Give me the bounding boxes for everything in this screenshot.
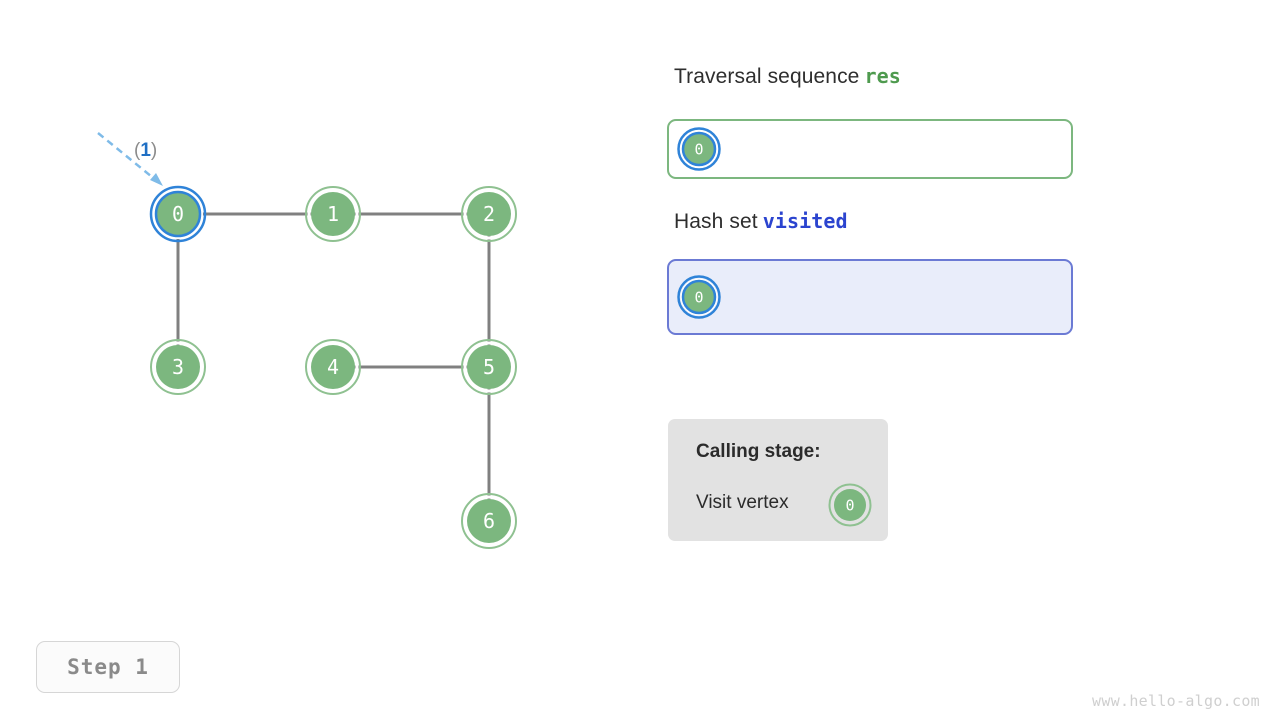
res-array-box: 0 — [667, 119, 1073, 179]
node-layer: 0 1 2 3 4 5 6 — [149, 185, 517, 549]
annotation-arrow-line — [97, 132, 158, 182]
traversal-arrow-annotation: (1) — [97, 132, 163, 186]
res-item-node: 0 — [677, 127, 721, 171]
graph-node-2[interactable]: 2 — [461, 186, 517, 242]
graph-svg: (1) 0 1 2 3 4 5 6 — [97, 132, 517, 549]
annotation-arrow-head-icon — [150, 173, 163, 186]
graph-node-3-outer-ring — [150, 339, 206, 395]
calling-stage-action: Visit vertex — [696, 492, 789, 513]
graph-node-6-outer-ring — [461, 493, 517, 549]
visited-item-svg: 0 — [677, 275, 721, 319]
res-heading-text: Traversal sequence — [674, 65, 860, 88]
visited-item-label: 0 — [694, 289, 703, 307]
graph-node-5-ring-gap — [463, 341, 515, 393]
annotation-order-label: (1) — [134, 140, 157, 161]
calling-stage-vertex-svg: 0 — [828, 483, 872, 527]
graph-node-1[interactable]: 1 — [305, 186, 361, 242]
res-heading-code: res — [864, 64, 901, 88]
graph-node-2-ring-gap — [463, 188, 515, 240]
graph-node-5-outer-ring — [461, 339, 517, 395]
graph-canvas: (1) 0 1 2 3 4 5 6 — [0, 0, 640, 640]
graph-node-6-label: 6 — [483, 509, 495, 533]
graph-node-0-ring-gap — [153, 189, 203, 239]
graph-node-3[interactable]: 3 — [150, 339, 206, 395]
graph-node-4-body — [311, 345, 355, 389]
graph-node-1-ring-gap — [307, 188, 359, 240]
visited-item-node: 0 — [677, 275, 721, 319]
graph-node-6-body — [467, 499, 511, 543]
res-item-svg: 0 — [677, 127, 721, 171]
calling-stage-card: Calling stage: Visit vertex 0 — [668, 419, 888, 541]
graph-node-4[interactable]: 4 — [305, 339, 361, 395]
res-item-label: 0 — [694, 141, 703, 159]
calling-stage-vertex-node: 0 — [828, 483, 872, 527]
step-badge: Step 1 — [36, 641, 180, 693]
graph-node-0[interactable]: 0 — [149, 185, 207, 243]
graph-node-2-outer-ring — [461, 186, 517, 242]
graph-node-3-ring-gap — [152, 341, 204, 393]
graph-node-5-body — [467, 345, 511, 389]
graph-node-2-body — [467, 192, 511, 236]
graph-node-3-body — [156, 345, 200, 389]
visited-heading-code: visited — [762, 209, 848, 233]
graph-node-6[interactable]: 6 — [461, 493, 517, 549]
graph-node-0-label: 0 — [172, 202, 184, 226]
graph-node-1-outer-ring — [305, 186, 361, 242]
graph-node-1-label: 1 — [327, 202, 339, 226]
visited-set-box: 0 — [667, 259, 1073, 335]
graph-node-2-label: 2 — [483, 202, 495, 226]
graph-node-4-outer-ring — [305, 339, 361, 395]
graph-node-0-body — [154, 190, 202, 238]
graph-node-4-ring-gap — [307, 341, 359, 393]
graph-node-3-label: 3 — [172, 355, 184, 379]
calling-stage-vertex-label: 0 — [845, 497, 854, 515]
graph-node-4-label: 4 — [327, 355, 339, 379]
graph-node-0-highlight-outer-ring — [149, 185, 207, 243]
watermark: www.hello-algo.com — [1092, 692, 1260, 710]
graph-node-5[interactable]: 5 — [461, 339, 517, 395]
calling-stage-title: Calling stage: — [696, 441, 821, 462]
graph-node-1-body — [311, 192, 355, 236]
graph-node-6-ring-gap — [463, 495, 515, 547]
visited-heading-text: Hash set — [674, 210, 758, 233]
graph-node-5-label: 5 — [483, 355, 495, 379]
step-badge-label: Step 1 — [67, 655, 149, 679]
